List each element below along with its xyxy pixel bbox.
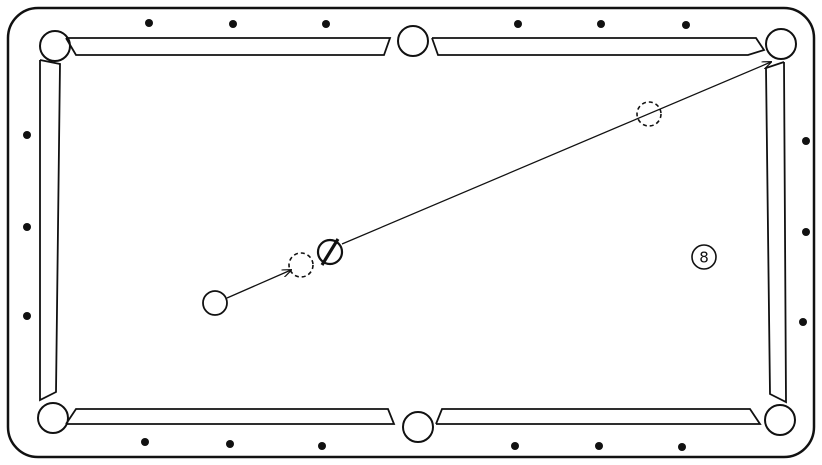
diamond-bottom-4	[511, 442, 519, 450]
pockets	[38, 26, 796, 442]
diamond-bottom-3	[318, 442, 326, 450]
cushions	[40, 38, 786, 424]
table-outer-rail	[8, 8, 814, 457]
pocket-bottom-right	[765, 405, 795, 435]
diamonds	[23, 19, 810, 451]
diamond-right-3	[799, 318, 807, 326]
cue-ball	[203, 291, 227, 315]
diamond-bottom-2	[226, 440, 234, 448]
cue-ball-path-arrow	[227, 270, 291, 298]
diamond-left-1	[23, 131, 31, 139]
diamond-top-4	[514, 20, 522, 28]
cushion-left	[40, 60, 60, 400]
pocket-top-right	[766, 29, 796, 59]
cushion-right	[766, 62, 786, 402]
diamond-top-2	[229, 20, 237, 28]
diamond-top-3	[322, 20, 330, 28]
diamond-left-3	[23, 312, 31, 320]
diamond-bottom-6	[678, 443, 686, 451]
diamond-right-1	[802, 137, 810, 145]
pocket-bottom-left	[38, 403, 68, 433]
cushion-bottom-left	[66, 409, 394, 424]
cushion-bottom-right	[436, 409, 760, 424]
eight-ball: 8	[692, 245, 716, 269]
pocket-top-left	[40, 31, 70, 61]
diamond-bottom-1	[141, 438, 149, 446]
diamond-bottom-5	[595, 442, 603, 450]
eight-ball-label: 8	[699, 249, 709, 267]
diamond-right-2	[802, 228, 810, 236]
diamond-top-6	[682, 21, 690, 29]
cushion-top-right	[432, 38, 764, 55]
ghost-cue-ball	[289, 253, 313, 277]
object-ball-path-arrow	[342, 62, 771, 244]
cushion-top-left	[66, 38, 390, 55]
diamond-top-5	[597, 20, 605, 28]
diamond-left-2	[23, 223, 31, 231]
object-ball	[318, 239, 342, 265]
diamond-top-1	[145, 19, 153, 27]
pocket-bottom-middle	[403, 412, 433, 442]
pocket-top-middle	[398, 26, 428, 56]
